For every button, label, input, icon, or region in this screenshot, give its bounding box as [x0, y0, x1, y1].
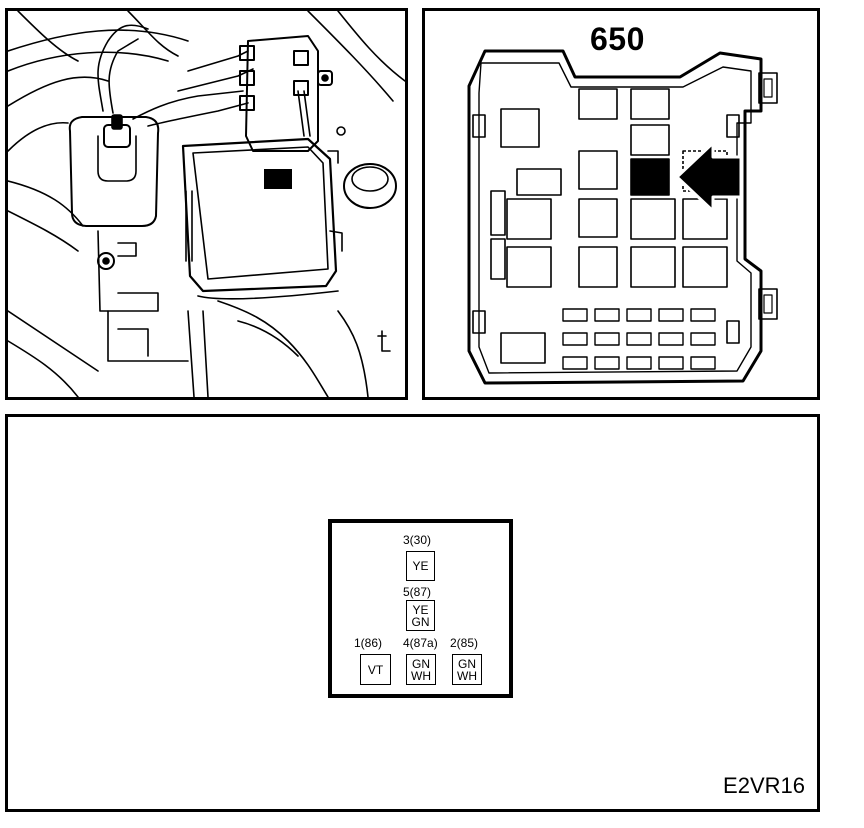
- highlighted-relay: [630, 158, 670, 196]
- pointer-arrow: [675, 141, 743, 213]
- housing-outline: [467, 49, 763, 385]
- fuse-box-map-panel: 650: [422, 8, 820, 400]
- relay-connector: 3(30) YE 5(87) YE GN 1(86) VT 4(87a) GN …: [328, 519, 513, 698]
- pin-wire-color: YE: [406, 551, 435, 581]
- pin-label: 3(30): [403, 533, 432, 547]
- engine-bay-illustration: [5, 8, 408, 400]
- engine-bay-drawing: [8, 11, 405, 397]
- pin-label: 1(86): [354, 636, 383, 650]
- fuse-box-layout: [467, 49, 778, 385]
- pin-wire-color: VT: [360, 654, 391, 685]
- pin-wire-color: GN WH: [452, 654, 482, 685]
- pin-wire-color: YE GN: [406, 600, 435, 631]
- figure-code: E2VR16: [723, 773, 805, 798]
- pin-label: 4(87a): [403, 636, 438, 650]
- pin-wire-color: GN WH: [406, 654, 436, 685]
- pin-label: 5(87): [403, 585, 432, 599]
- relay-pinout-panel: 3(30) YE 5(87) YE GN 1(86) VT 4(87a) GN …: [5, 414, 820, 812]
- pin-label: 2(85): [450, 636, 479, 650]
- fuse-box-number: 650: [590, 21, 645, 57]
